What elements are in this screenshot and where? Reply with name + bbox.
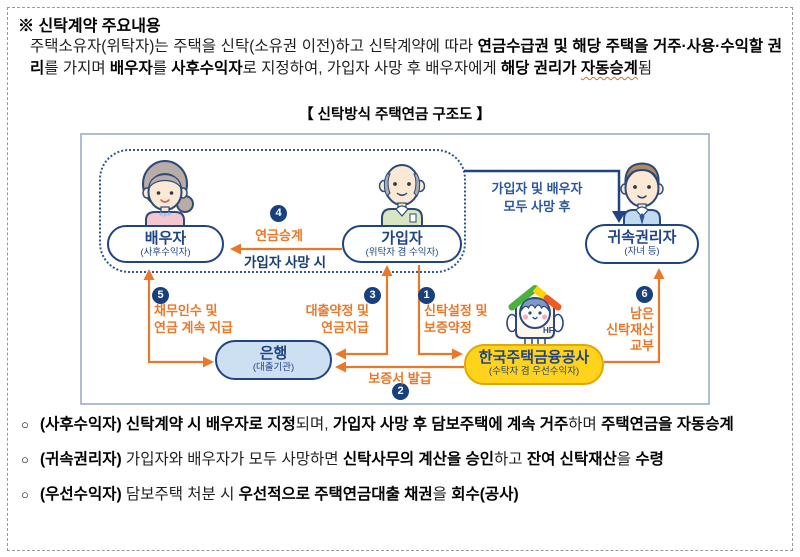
spouse-illustration — [142, 160, 194, 228]
hf-mascot-illustration: HF — [506, 285, 564, 347]
note-text: 을 — [432, 486, 452, 503]
intro-text: 를 가지며 — [44, 60, 110, 77]
node-bank-label: 은행 — [259, 345, 288, 362]
step-6-badge: 6 — [636, 286, 653, 303]
label-step6-line2: 신탁재산 — [606, 322, 654, 337]
intro-text: 를 — [152, 60, 172, 77]
intro-text-bold: 연금수급권 및 해당 주택을 거주·사용·수익할 권리 — [30, 38, 782, 77]
note-text-bold: 잔여 신탁재산 — [526, 451, 617, 468]
label-step3-line1: 대출약정 및 — [305, 303, 369, 318]
note-text-bold: (우선수익자) — [40, 486, 122, 503]
intro-text: 로 지정하여, 가입자 사망 후 배우자에게 — [242, 60, 501, 77]
node-spouse: 배우자 (사후수익자) — [107, 225, 224, 263]
label-step4-on-death: 가입자 사망 시 — [243, 255, 327, 270]
page-title: ※ 신탁계약 주요내용 — [18, 18, 161, 35]
intro-text-bold: 해당 권리가 — [500, 60, 581, 77]
node-subscriber: 가입자 (위탁자 겸 수익자) — [342, 225, 462, 263]
bullet-marker: ○ — [21, 417, 29, 432]
node-hf-sub: (수탁자 겸 우선수익자) — [488, 366, 580, 377]
note-text-bold: (귀속권리자) — [40, 451, 122, 468]
label-both-deceased-line2: 모두 사망 후 — [503, 199, 571, 214]
label-step1-line1: 신탁설정 및 — [424, 303, 488, 318]
node-spouse-sub: (사후수익자) — [140, 247, 191, 258]
heir-illustration — [620, 162, 664, 227]
intro-text-bold-underlined: 자동승계 — [580, 60, 638, 77]
node-heir-label: 귀속권리자 — [607, 229, 677, 246]
node-subscriber-label: 가입자 — [381, 230, 423, 247]
node-bank: 은행 (대출기관) — [215, 340, 332, 380]
note-priority-beneficiary: ○ (우선수익자) 담보주택 처분 시 우선적으로 주택연금대출 채권을 회수(공… — [16, 484, 782, 506]
label-step6-line1: 남은 — [630, 306, 654, 321]
hf-logo-text: HF — [543, 326, 554, 335]
node-subscriber-sub: (위탁자 겸 수익자) — [365, 247, 439, 258]
note-text-bold: 우선적으로 주택연금대출 채권 — [238, 486, 433, 503]
label-step2-guarantee-issue: 보증서 발급 — [368, 371, 432, 386]
note-text: 되며, — [295, 416, 333, 433]
step-4-badge: 4 — [270, 205, 287, 222]
label-both-deceased-line1: 가입자 및 배우자 — [491, 181, 583, 196]
note-text: 하며 — [568, 416, 602, 433]
diagram-caption: 【 신탁방식 주택연금 구조도 】 — [299, 107, 491, 123]
node-heir: 귀속권리자 (자녀 등) — [585, 224, 699, 264]
intro-text: 주택소유자(위탁자)는 주택을 신탁(소유권 이전)하고 신탁계약에 따라 — [30, 38, 478, 55]
note-vesting-rights-holder: ○ (귀속권리자) 가입자와 배우자가 모두 사망하면 신탁사무의 계산을 승인하… — [16, 449, 782, 471]
structure-diagram: HF — [80, 133, 710, 405]
node-hf-label: 한국주택금융공사 — [478, 349, 590, 366]
label-step1-line2: 보증약정 — [424, 320, 472, 335]
subscriber-illustration — [378, 164, 426, 228]
note-posthumous-beneficiary: ○ (사후수익자) 신탁계약 시 배우자로 지정되며, 가입자 사망 후 담보주택… — [16, 414, 782, 436]
node-spouse-label: 배우자 — [144, 230, 187, 247]
note-text-bold: 가입자 사망 후 담보주택에 계속 거주 — [332, 416, 569, 433]
bullet-marker: ○ — [21, 452, 29, 467]
node-heir-sub: (자녀 등) — [624, 246, 660, 257]
label-step1-trust-setup: 신탁설정 및 보증약정 — [424, 302, 487, 336]
label-step4-pension-succession: 연금승계 — [255, 228, 303, 243]
intro-paragraph: 주택소유자(위탁자)는 주택을 신탁(소유권 이전)하고 신탁계약에 따라 연금… — [30, 36, 782, 80]
label-both-deceased: 가입자 및 배우자 모두 사망 후 — [476, 180, 598, 216]
note-text-bold: 신탁사무의 계산을 승인 — [342, 451, 495, 468]
intro-text-bold: 배우자 — [109, 60, 153, 77]
note-text: 가입자와 배우자가 모두 사망하면 — [121, 451, 343, 468]
note-text: 을 — [616, 451, 636, 468]
step-2-badge: 2 — [392, 383, 409, 400]
intro-text-bold: 사후수익자 — [171, 60, 243, 77]
note-text-bold: 주택연금을 자동승계 — [601, 416, 734, 433]
bullet-marker: ○ — [21, 487, 29, 502]
label-step5-debt-assumption: 채무인수 및 연금 계속 지급 — [154, 302, 233, 336]
note-text-bold: (사후수익자) 신탁계약 시 배우자로 지정 — [40, 416, 296, 433]
note-text: 하고 — [494, 451, 527, 468]
label-step6-line3: 교부 — [630, 338, 654, 353]
node-hf-corporation: 한국주택금융공사 (수탁자 겸 우선수익자) — [464, 344, 604, 385]
label-step6-remaining-assets: 남은 신탁재산 교부 — [580, 306, 654, 354]
label-step3-loan-agreement: 대출약정 및 연금지급 — [282, 302, 369, 336]
node-bank-sub: (대출기관) — [252, 362, 295, 373]
note-text: 담보주택 처분 시 — [121, 486, 239, 503]
note-text-bold: 수령 — [635, 451, 664, 468]
notes-section: ○ (사후수익자) 신탁계약 시 배우자로 지정되며, 가입자 사망 후 담보주택… — [16, 414, 782, 519]
label-step3-line2: 연금지급 — [321, 320, 369, 335]
note-text-bold: 회수(공사) — [451, 486, 519, 503]
label-step5-line2: 연금 계속 지급 — [154, 320, 233, 335]
label-step5-line1: 채무인수 및 — [154, 303, 218, 318]
intro-text: 됨 — [637, 60, 653, 77]
